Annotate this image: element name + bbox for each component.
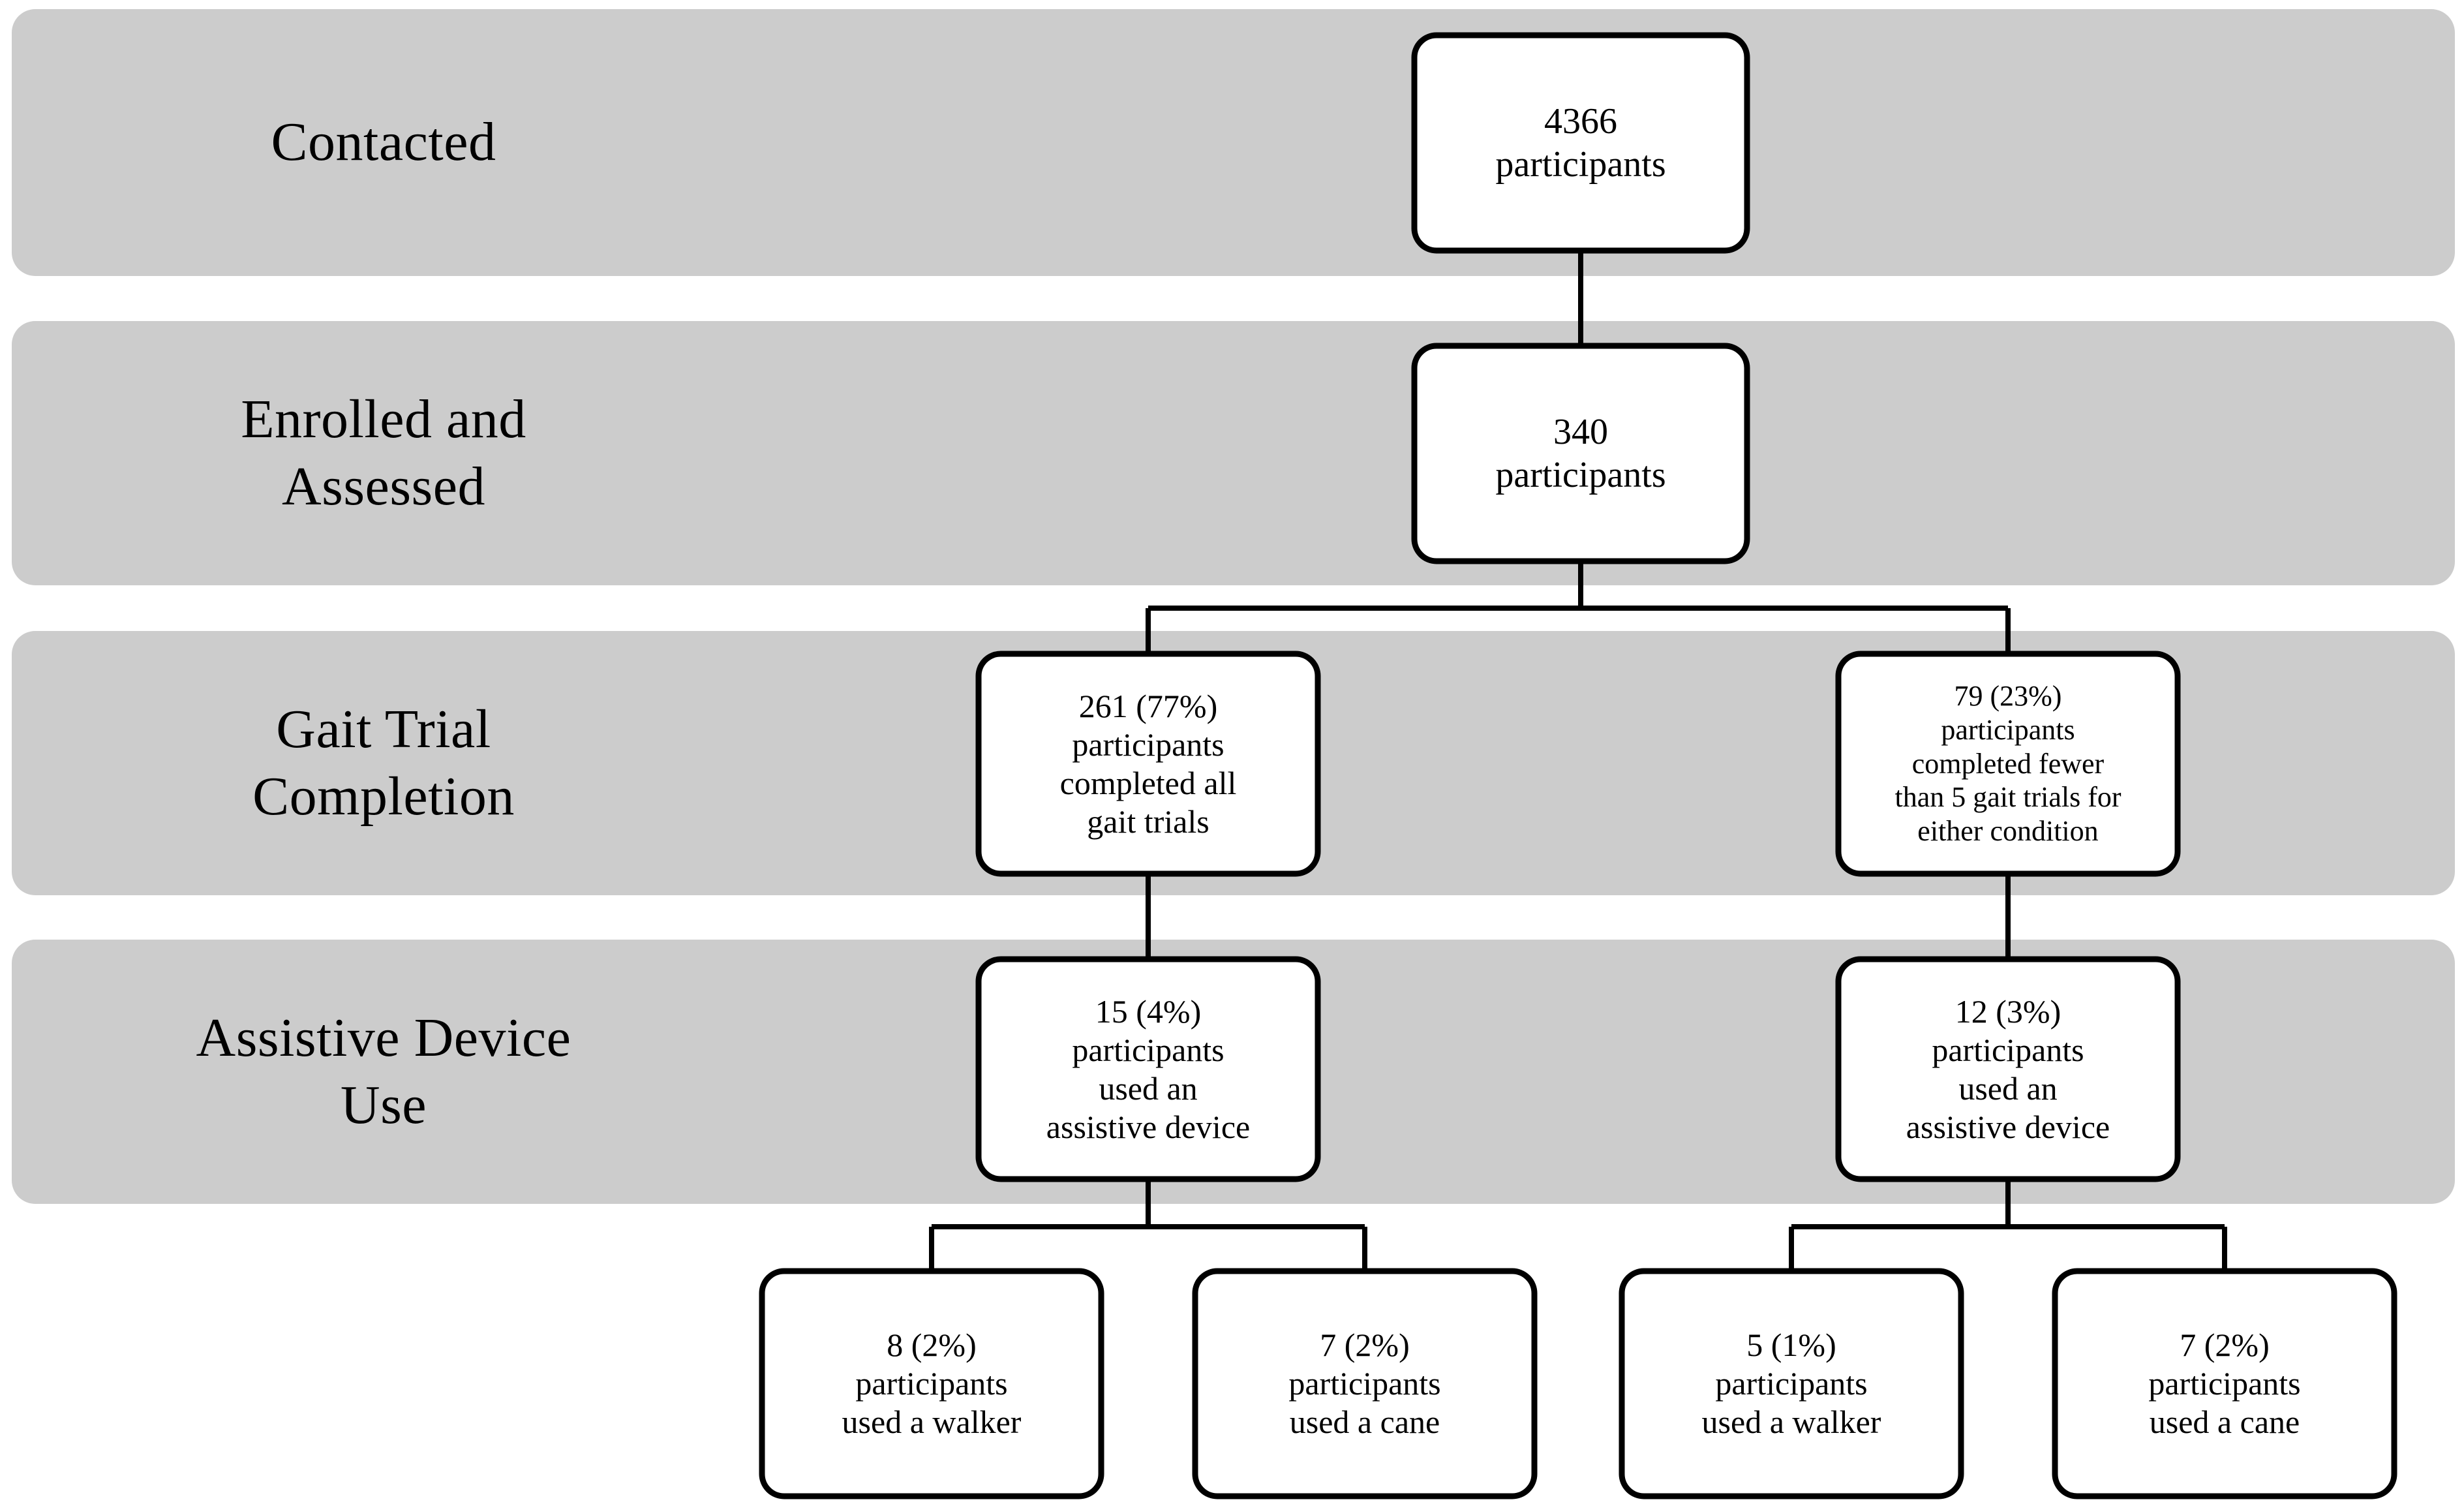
node-group <box>759 32 2397 1499</box>
connector-group <box>929 251 2227 1271</box>
node-walker-right-box <box>1619 1268 1964 1499</box>
band-enrolled <box>12 321 2455 585</box>
node-completed-fewer-box <box>1835 651 2181 877</box>
node-cane-left-box <box>1192 1268 1538 1499</box>
edge-enrolled-split <box>1146 561 2011 654</box>
node-device-right-box <box>1835 956 2181 1182</box>
node-cane-right-box <box>2052 1268 2397 1499</box>
node-completed-all-box <box>975 651 1321 877</box>
node-contacted-box <box>1411 32 1750 254</box>
band-contacted <box>12 9 2455 276</box>
node-walker-left-box <box>759 1268 1104 1499</box>
edge-right-split <box>1789 1179 2227 1271</box>
node-device-left-box <box>975 956 1321 1182</box>
node-enrolled-box <box>1411 343 1750 564</box>
edge-left-split <box>929 1179 1367 1271</box>
